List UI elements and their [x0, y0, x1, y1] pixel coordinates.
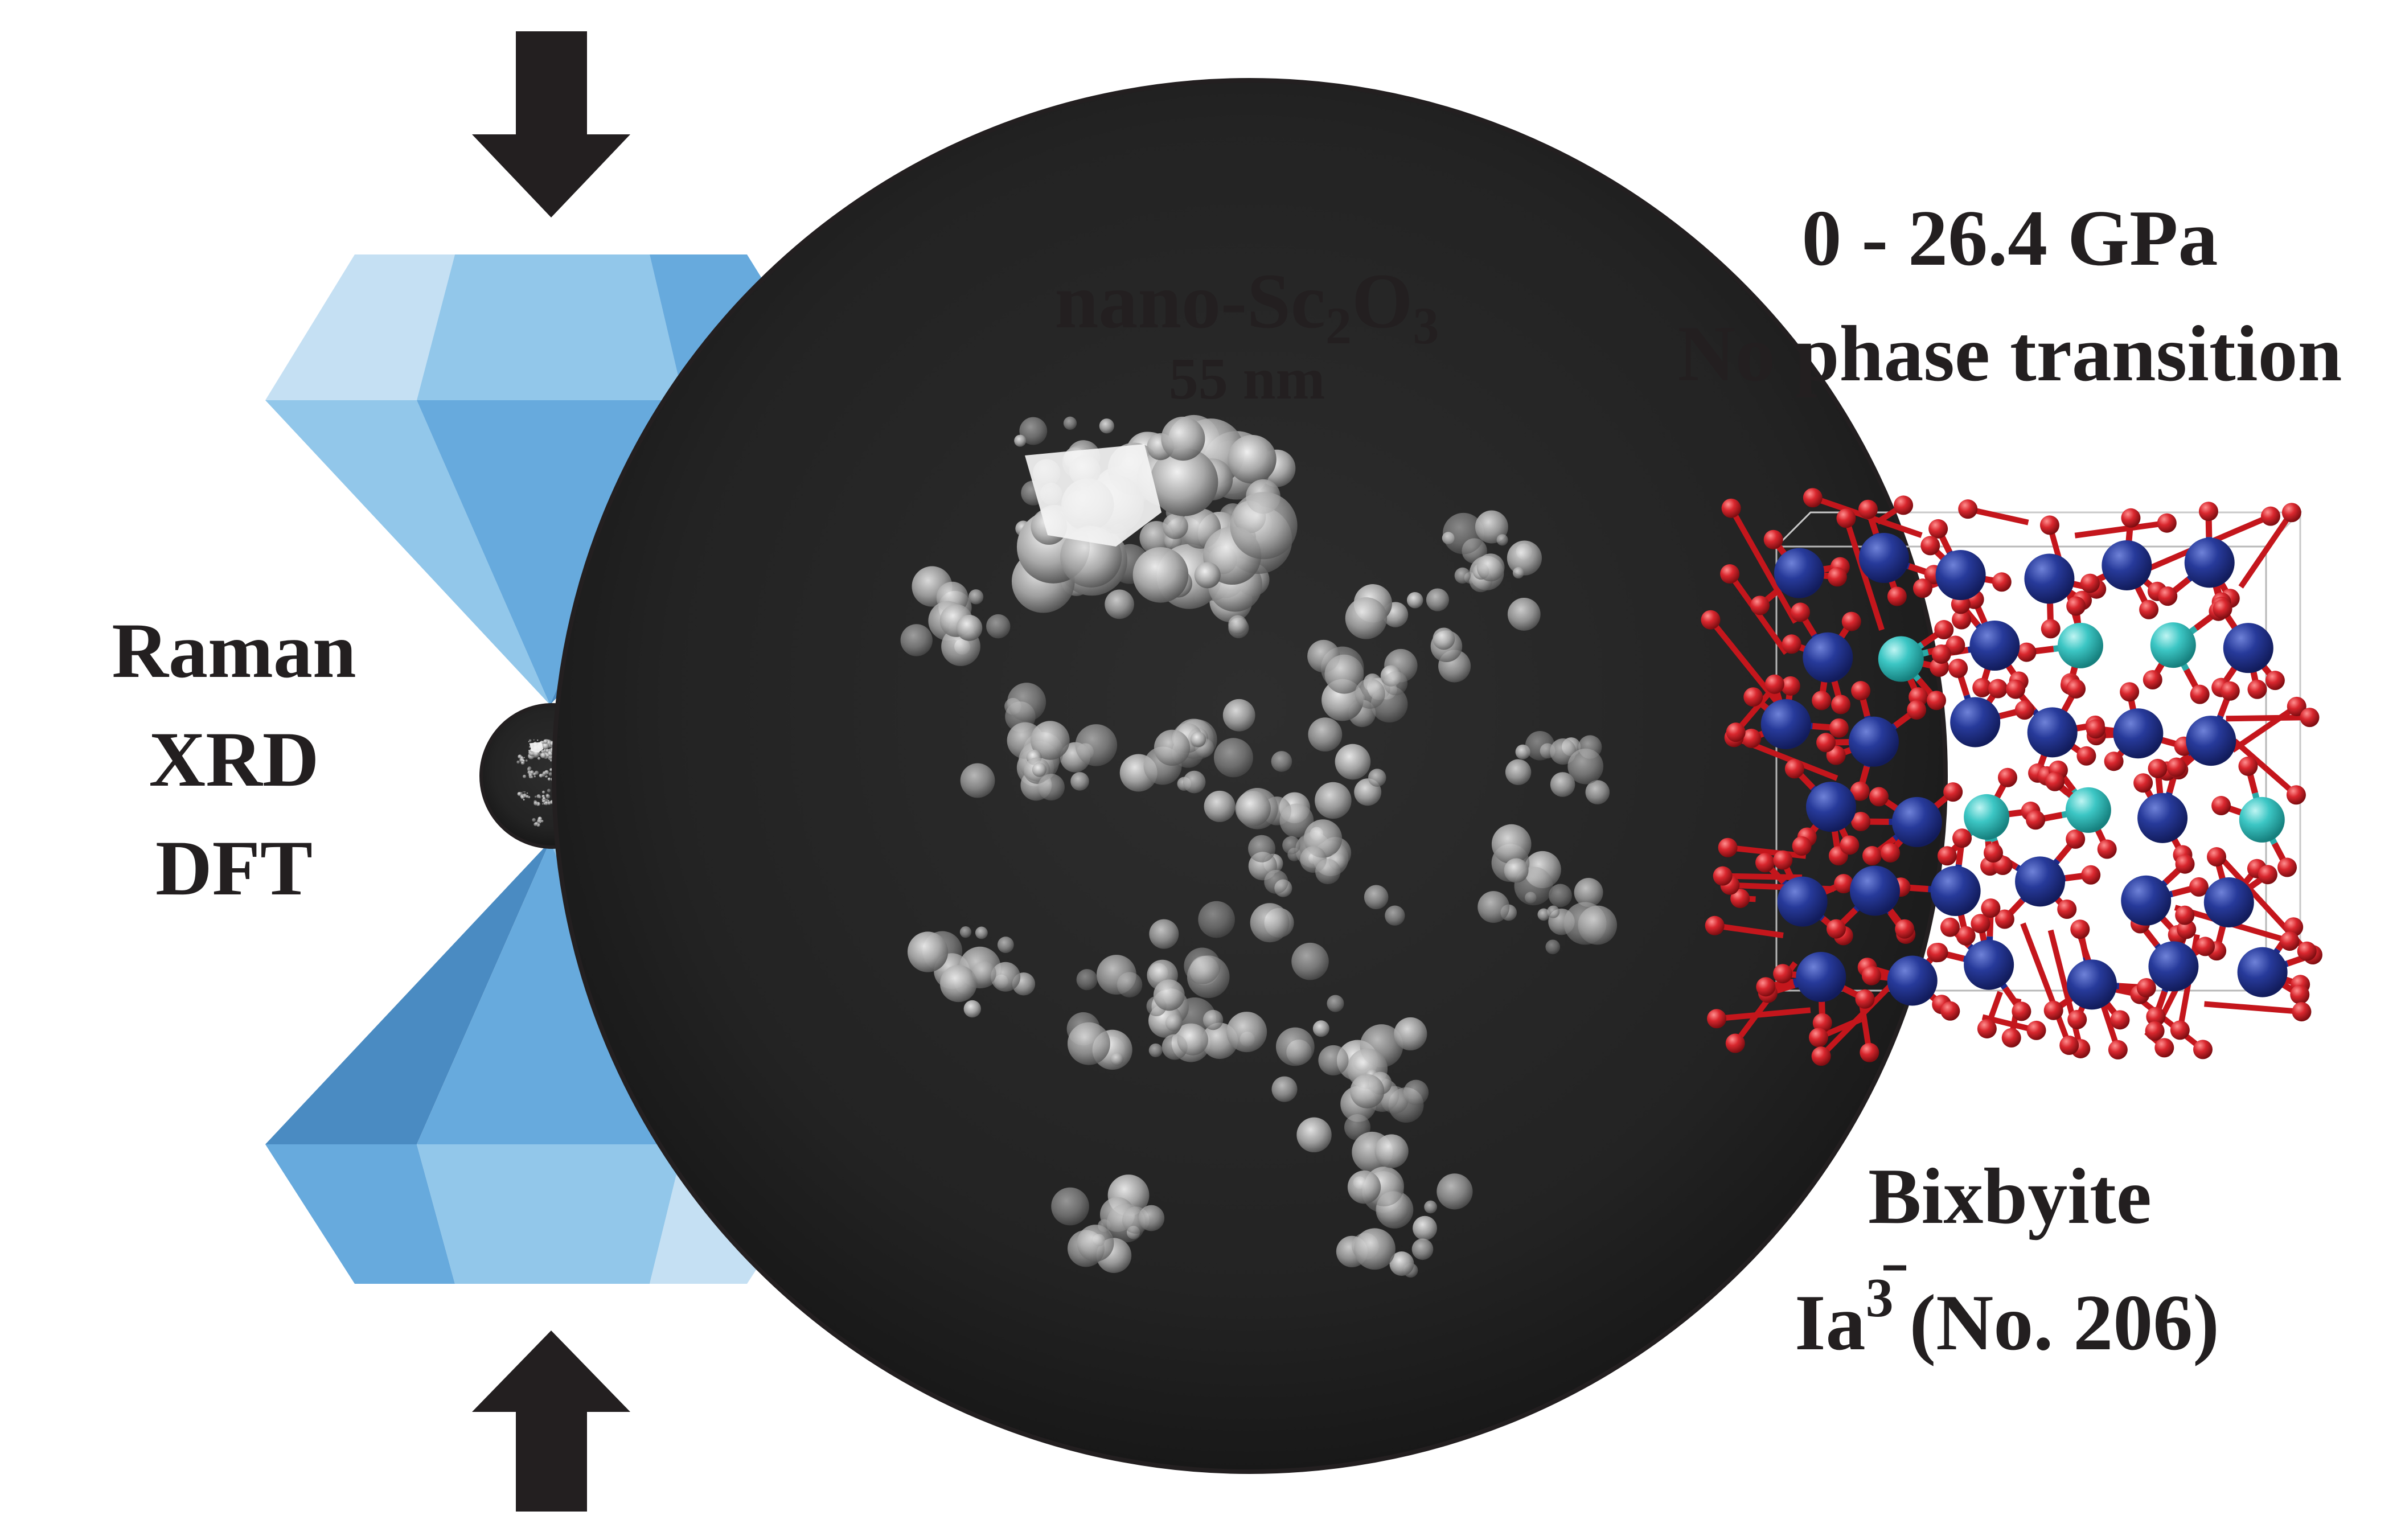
crystal-structure-icon — [1701, 488, 2323, 1066]
technique-dft: DFT — [155, 824, 313, 911]
sample-size: 55 nm — [1169, 346, 1325, 412]
sample-name: nano-Sc2O3 — [1055, 257, 1439, 355]
space-group: Ia3(No. 206) — [1795, 1265, 2219, 1367]
technique-raman: Raman — [112, 607, 356, 694]
technique-xrd: XRD — [149, 716, 319, 803]
magnifier-lens-icon — [552, 78, 1948, 1474]
phase-result: No phase transition — [1678, 310, 2342, 398]
arrow-down-icon — [472, 31, 630, 217]
arrow-up-icon — [472, 1330, 630, 1512]
pressure-range: 0 - 26.4 GPa — [1801, 194, 2218, 282]
structure-name: Bixbyite — [1868, 1152, 2152, 1241]
svg-text:Ia3(No. 206): Ia3(No. 206) — [1795, 1267, 2219, 1367]
